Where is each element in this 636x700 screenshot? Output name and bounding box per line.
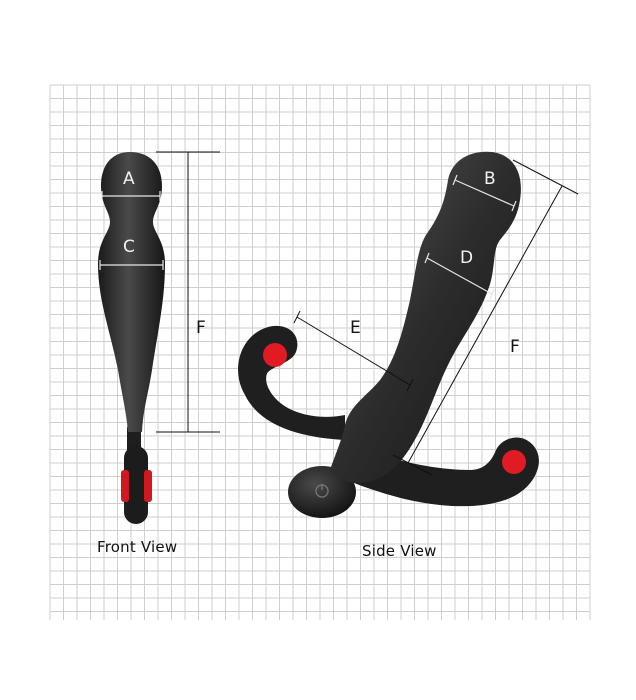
label-b: B (484, 169, 496, 189)
label-c: C (123, 237, 135, 257)
side-view-device: B D (238, 151, 539, 518)
front-accent-left (121, 470, 129, 502)
label-e: E (350, 318, 361, 338)
side-dimension-f (392, 159, 579, 476)
label-f-front: F (196, 318, 206, 338)
label-f-side: F (510, 337, 520, 357)
front-dimension-f (156, 151, 220, 433)
side-dimension-e (293, 310, 414, 392)
front-accent-right (144, 470, 152, 502)
label-d: D (460, 248, 473, 268)
side-accent-left (263, 343, 287, 367)
front-view-device: A C (98, 152, 165, 524)
side-accent-right (502, 450, 526, 474)
label-a: A (123, 169, 135, 189)
caption-front-view: Front View (97, 538, 178, 556)
caption-side-view: Side View (362, 542, 437, 560)
